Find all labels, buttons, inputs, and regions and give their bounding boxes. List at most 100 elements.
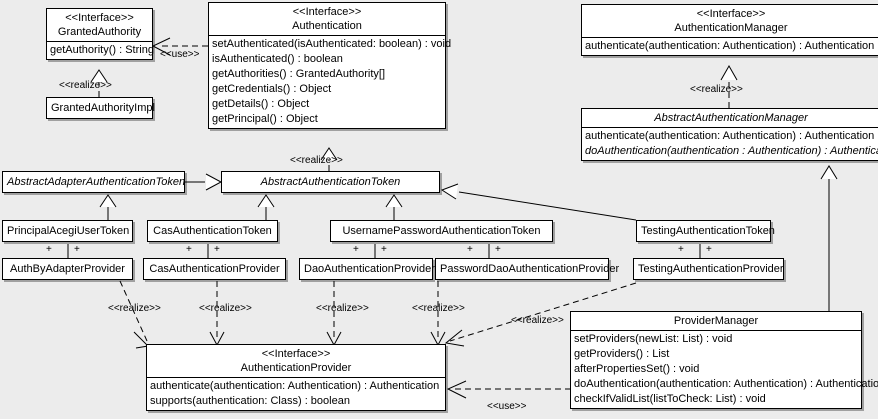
class-box-dao-authentication-provider[interactable]: DaoAuthenticationProvider [299, 258, 435, 280]
association-plus-mark: + [186, 244, 192, 255]
class-name: AuthenticationManager [674, 22, 788, 34]
class-name: CasAuthenticationToken [153, 225, 272, 237]
class-name: PrincipalAcegiUserToken [7, 225, 130, 237]
class-stereotype: <<Interface>> [292, 6, 362, 18]
edge-generalization-providermanager [820, 165, 838, 311]
class-box-authentication[interactable]: <<Interface>> Authentication setAuthenti… [208, 2, 452, 129]
edge-label-use-authentication-grantedauthority: <<use>> [160, 49, 200, 60]
edge-generalization-principalacegi [99, 194, 117, 220]
class-header-abstract-authentication-token: AbstractAuthenticationToken [222, 172, 439, 192]
class-header-authentication-manager: <<Interface>> AuthenticationManager [582, 5, 878, 37]
class-member: getPrincipal() : Object [212, 113, 318, 125]
class-members-abstract-authentication-manager: authenticate(authentication: Authenticat… [582, 128, 878, 160]
class-member: getAuthorities() : GrantedAuthority[] [212, 68, 386, 80]
class-name: AbstractAuthenticationToken [260, 176, 401, 188]
class-member: setProviders(newList: List) : void [574, 333, 733, 345]
class-header-cas-authentication-provider: CasAuthenticationProvider [144, 259, 285, 279]
class-header-testing-authentication-provider: TestingAuthenticationProvider [634, 259, 784, 279]
class-member: getDetails() : Object [212, 98, 310, 110]
edge-label-realize-testingauthenticationprovider: <<realize>> [511, 315, 564, 326]
class-box-abstract-authentication-token[interactable]: AbstractAuthenticationToken [221, 171, 440, 193]
class-divider [582, 127, 878, 128]
edge-label-realize-authbyadapterprovider: <<realize>> [108, 303, 161, 314]
class-name: DaoAuthenticationProvider [304, 263, 435, 275]
class-box-authentication-manager[interactable]: <<Interface>> AuthenticationManager auth… [581, 4, 878, 56]
class-members-granted-authority: getAuthority() : String [47, 42, 154, 59]
class-members-provider-manager: setProviders(newList: List) : void getPr… [571, 331, 878, 408]
class-header-granted-authority: <<Interface>> GrantedAuthority [47, 9, 152, 41]
class-box-testing-authentication-provider[interactable]: TestingAuthenticationProvider [633, 258, 784, 280]
class-member: authenticate(authentication: Authenticat… [150, 380, 440, 392]
class-header-cas-authentication-token: CasAuthenticationToken [148, 221, 277, 241]
class-name: AbstractAdapterAuthenticationToken [7, 176, 186, 188]
class-divider [47, 41, 152, 42]
edge-label-realize-passworddaoauthenticationprovider: <<realize>> [412, 303, 465, 314]
class-member: authenticate(authentication: Authenticat… [585, 130, 875, 142]
class-stereotype: <<Interface>> [261, 348, 331, 360]
class-header-authentication-provider: <<Interface>> AuthenticationProvider [147, 345, 445, 377]
edge-generalization-testingtoken-abstracttoken [440, 183, 637, 221]
class-box-cas-authentication-provider[interactable]: CasAuthenticationProvider [143, 258, 286, 280]
edge-label-realize-grantedauthorityimpl: <<realize>> [59, 80, 112, 91]
class-box-provider-manager[interactable]: ProviderManager setProviders(newList: Li… [570, 311, 878, 409]
edge-label-realize-abstractauthenticationtoken: <<realize>> [290, 155, 343, 166]
edge-generalization-castoken [257, 194, 275, 220]
class-stereotype: <<Interface>> [696, 8, 766, 20]
class-header-abstract-authentication-manager: AbstractAuthenticationManager [582, 109, 878, 127]
class-name: GrantedAuthorityImpl [51, 102, 155, 114]
class-box-cas-authentication-token[interactable]: CasAuthenticationToken [147, 220, 278, 242]
class-member: setAuthenticated(isAuthenticated: boolea… [212, 38, 452, 50]
class-member: afterPropertiesSet() : void [574, 363, 700, 375]
class-box-authentication-provider[interactable]: <<Interface>> AuthenticationProvider aut… [146, 344, 446, 411]
class-name: AuthByAdapterProvider [10, 263, 125, 275]
class-member: getProviders() : List [574, 348, 670, 360]
edge-label-realize-casauthenticationprovider: <<realize>> [199, 303, 252, 314]
class-divider [147, 377, 445, 378]
edge-label-realize-daoauthenticationprovider: <<realize>> [316, 303, 369, 314]
class-member: doAuthentication(authentication: Authent… [574, 378, 878, 390]
class-member: isAuthenticated() : boolean [212, 53, 343, 65]
class-box-principal-acegi-user-token[interactable]: PrincipalAcegiUserToken [2, 220, 133, 242]
class-members-authentication-provider: authenticate(authentication: Authenticat… [147, 378, 445, 410]
class-member: getCredentials() : Object [212, 83, 332, 95]
class-header-principal-acegi-user-token: PrincipalAcegiUserToken [3, 221, 132, 241]
edge-label-realize-abstractauthenticationmanager: <<realize>> [690, 84, 743, 95]
association-plus-mark: + [214, 244, 220, 255]
class-box-username-password-authentication-token[interactable]: UsernamePasswordAuthenticationToken [330, 220, 553, 242]
class-divider [582, 37, 878, 38]
class-name: GrantedAuthority [57, 26, 142, 38]
edge-use-providermanager-authenticationprovider [446, 380, 571, 399]
class-member: authenticate(authentication: Authenticat… [585, 40, 875, 52]
class-box-abstract-authentication-manager[interactable]: AbstractAuthenticationManager authentica… [581, 108, 878, 161]
class-name: Authentication [292, 20, 362, 32]
association-plus-mark: + [46, 244, 52, 255]
class-header-username-password-authentication-token: UsernamePasswordAuthenticationToken [331, 221, 552, 241]
association-plus-mark: + [381, 244, 387, 255]
class-member: checkIfValidList(listToCheck: List) : vo… [574, 393, 766, 405]
class-header-abstract-adapter-authentication-token: AbstractAdapterAuthenticationToken [3, 172, 186, 192]
class-header-testing-authentication-token: TestingAuthenticationToken [637, 221, 775, 241]
class-header-provider-manager: ProviderManager [571, 312, 861, 330]
association-plus-mark: + [706, 244, 712, 255]
class-divider [571, 330, 861, 331]
class-stereotype: <<Interface>> [65, 12, 134, 24]
class-header-authentication: <<Interface>> Authentication [209, 3, 445, 35]
class-name: CasAuthenticationProvider [149, 263, 280, 275]
class-box-testing-authentication-token[interactable]: TestingAuthenticationToken [636, 220, 775, 242]
class-box-granted-authority-impl[interactable]: GrantedAuthorityImpl [46, 97, 155, 119]
class-header-auth-by-adapter-provider: AuthByAdapterProvider [3, 259, 132, 279]
association-plus-mark: + [495, 244, 501, 255]
class-box-granted-authority[interactable]: <<Interface>> GrantedAuthority getAuthor… [46, 8, 154, 60]
class-divider [209, 35, 445, 36]
association-plus-mark: + [467, 244, 473, 255]
class-name: UsernamePasswordAuthenticationToken [342, 225, 541, 237]
class-box-abstract-adapter-authentication-token[interactable]: AbstractAdapterAuthenticationToken [2, 171, 185, 193]
class-member: supports(authentication: Class) : boolea… [150, 395, 350, 407]
edge-label-use-providermanager: <<use>> [487, 401, 527, 412]
class-box-password-dao-authentication-provider[interactable]: PasswordDaoAuthenticationProvider [435, 258, 619, 280]
association-plus-mark: + [74, 244, 80, 255]
class-member: doAuthentication(authentication : Authen… [585, 145, 878, 157]
class-name: AuthenticationProvider [240, 362, 352, 374]
class-box-auth-by-adapter-provider[interactable]: AuthByAdapterProvider [2, 258, 133, 280]
